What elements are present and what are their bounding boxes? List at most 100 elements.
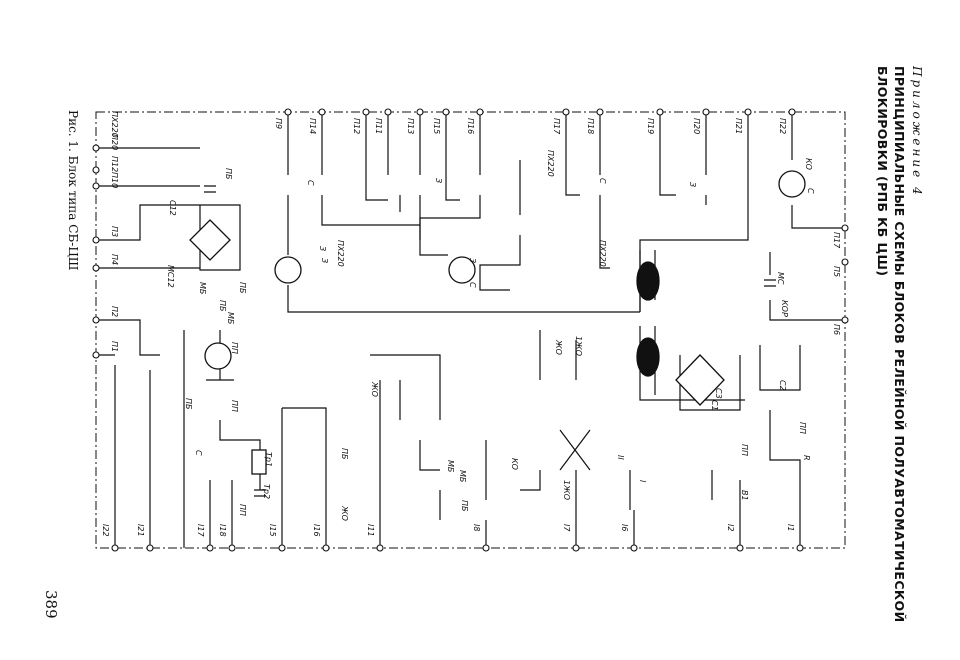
component-label: В1 [740,490,749,501]
terminal-left-2 [92,166,100,174]
wire-left-bridge [96,147,241,271]
diode-bridge-b1 [675,354,725,406]
component-label: МБ [446,460,455,473]
component-label: С1 [710,400,719,411]
component-label: КО [804,158,813,170]
terminal-label-bottom: І11 [366,524,375,537]
wire-px220-mid [479,160,521,291]
relay-coil-lower [636,337,660,377]
wire-p9 [287,112,640,313]
wire-i21-i22 [183,330,261,548]
wire-i1 [769,410,801,548]
terminal-bottom-9 [228,544,236,552]
wire-i11 [370,354,441,548]
terminal-label-bottom: І22 [101,524,110,537]
terminal-label-top: П11 [374,118,383,134]
component-label: КОР [780,300,789,317]
terminal-top-9 [656,108,664,116]
terminal-top-1 [318,108,326,116]
terminal-label-bottom: І21 [136,524,145,537]
terminal-label-left: ПХ220 [110,111,119,138]
terminal-label-bottom: І6 [620,524,629,531]
terminal-bottom-5 [376,544,384,552]
terminal-label-left: П2 [110,306,119,317]
lamp-zho [448,256,476,284]
component-label: ПБ [184,398,193,410]
component-label: З [688,182,697,187]
component-label: ПБ [238,282,247,294]
component-label: З [434,178,443,183]
terminal-left-7 [92,351,100,359]
component-label: С [468,282,477,288]
terminal-bottom-0 [796,544,804,552]
terminal-label-left: П12 [110,156,119,172]
terminal-label-top: П18 [586,118,595,134]
component-label: ПП [740,444,749,456]
wire-i2 [711,470,741,548]
wire-p15-p16 [419,112,481,256]
terminal-label-top: П19 [646,118,655,134]
terminal-label-left: П3 [110,226,119,237]
terminal-right-2 [841,316,849,324]
diode-bridge-left [189,219,231,261]
terminal-label-bottom: І7 [562,524,571,532]
wire-p14 [321,112,420,226]
component-label: ПХ220 [336,240,345,267]
component-label: С2 [778,380,787,391]
component-label: С12 [168,200,177,216]
terminal-bottom-8 [206,544,214,552]
terminal-left-1 [92,144,100,152]
terminal-label-top: П13 [406,118,415,134]
component-label: З [320,258,329,263]
capacitor-c2 [204,185,216,193]
terminal-label-top: П14 [308,118,317,134]
terminal-bottom-7 [322,544,330,552]
capacitor-c1 [764,279,776,287]
terminal-bottom-10 [146,544,154,552]
terminal-bottom-3 [572,544,580,552]
terminal-right-0 [841,224,849,232]
component-label: 1ЖО [562,480,571,500]
component-label: Тр1 [264,452,273,467]
terminal-top-4 [416,108,424,116]
terminal-top-5 [442,108,450,116]
terminal-label-right: П5 [832,266,841,277]
component-label: І [638,480,647,483]
terminal-label-top: П12 [352,118,361,134]
terminal-top-3 [384,108,392,116]
wire-tr2 [539,330,591,471]
terminal-label-right: П6 [832,324,841,335]
component-label: 1ЖО [574,336,583,356]
lamp-ko [778,170,806,198]
terminal-label-bottom: І15 [268,524,277,537]
component-label: ЖО [340,505,349,521]
component-label: ЖО [554,339,563,355]
terminal-label-bottom: І2 [726,524,735,531]
terminal-label-right: П17 [832,232,841,249]
terminal-top-10 [702,108,710,116]
terminal-right-1 [841,258,849,266]
terminal-label-left: П20 [110,134,119,150]
terminal-label-top: П21 [734,118,743,134]
component-label: З [318,246,327,251]
component-label: С3 [714,388,723,399]
wire-i6 [629,470,635,548]
terminal-top-12 [788,108,796,116]
component-label: ПХ220 [546,150,555,177]
component-label: МС [776,272,785,285]
lamp-1zho [274,256,302,284]
component-label: ПП [238,504,247,516]
relay-coil-c [636,261,660,301]
terminal-label-left: П10 [110,172,119,188]
component-label: МС12 [166,265,175,288]
terminal-label-left: П4 [110,254,119,265]
wire-i17-i18 [114,365,151,548]
terminal-left-6 [92,316,100,324]
component-label: ПХ220 [598,240,607,267]
terminal-top-8 [596,108,604,116]
component-label: ПБ [218,300,227,312]
terminal-top-0 [284,108,292,116]
terminal-label-top: П16 [466,118,475,134]
terminal-top-7 [562,108,570,116]
component-label: З [468,258,477,263]
